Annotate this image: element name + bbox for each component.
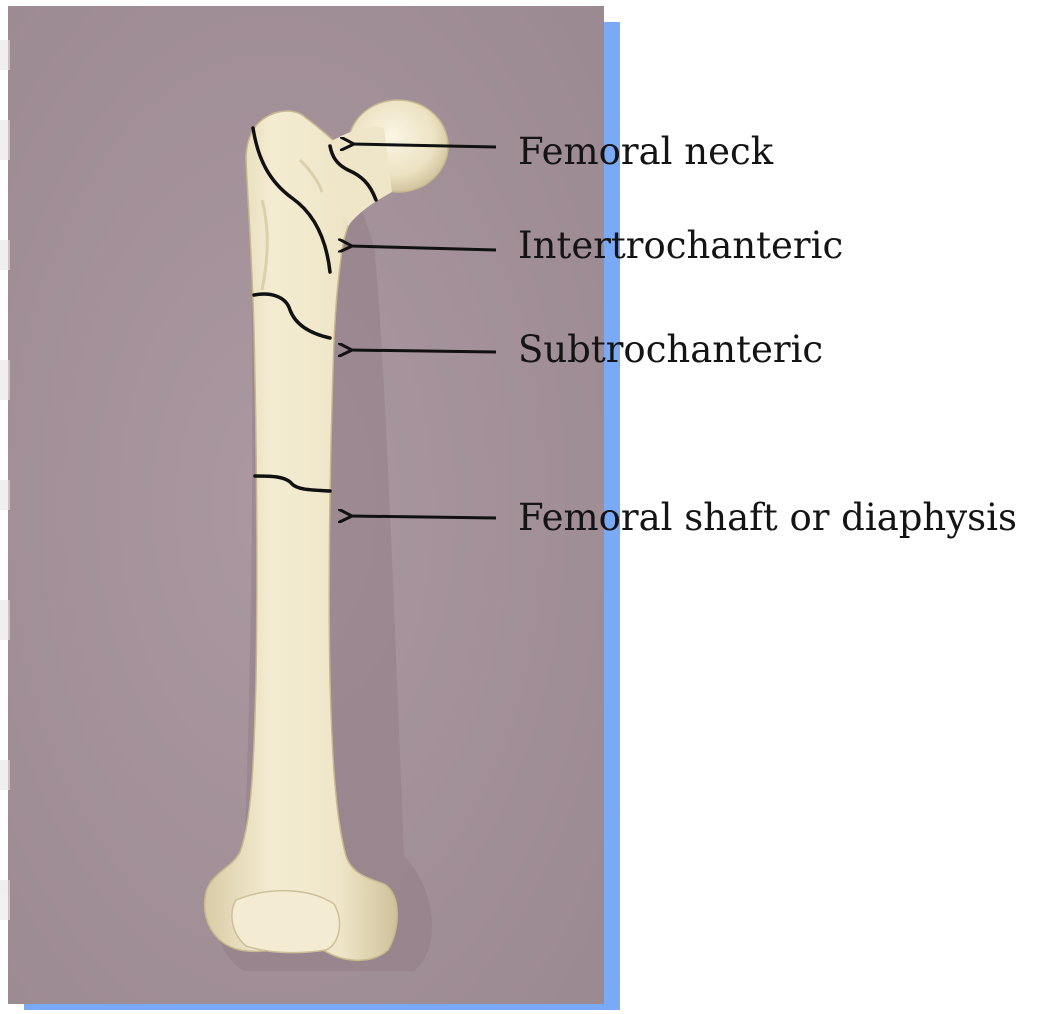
arrow-subtrochanteric [350, 350, 496, 352]
arrow-shaft [350, 516, 496, 518]
label-subtrochanteric: Subtrochanteric [518, 330, 823, 370]
label-femoral-shaft: Femoral shaft or diaphysis [518, 498, 1017, 538]
label-intertrochanteric: Intertrochanteric [518, 226, 843, 266]
distal-condyle [232, 891, 340, 953]
label-femoral-neck: Femoral neck [518, 132, 773, 172]
